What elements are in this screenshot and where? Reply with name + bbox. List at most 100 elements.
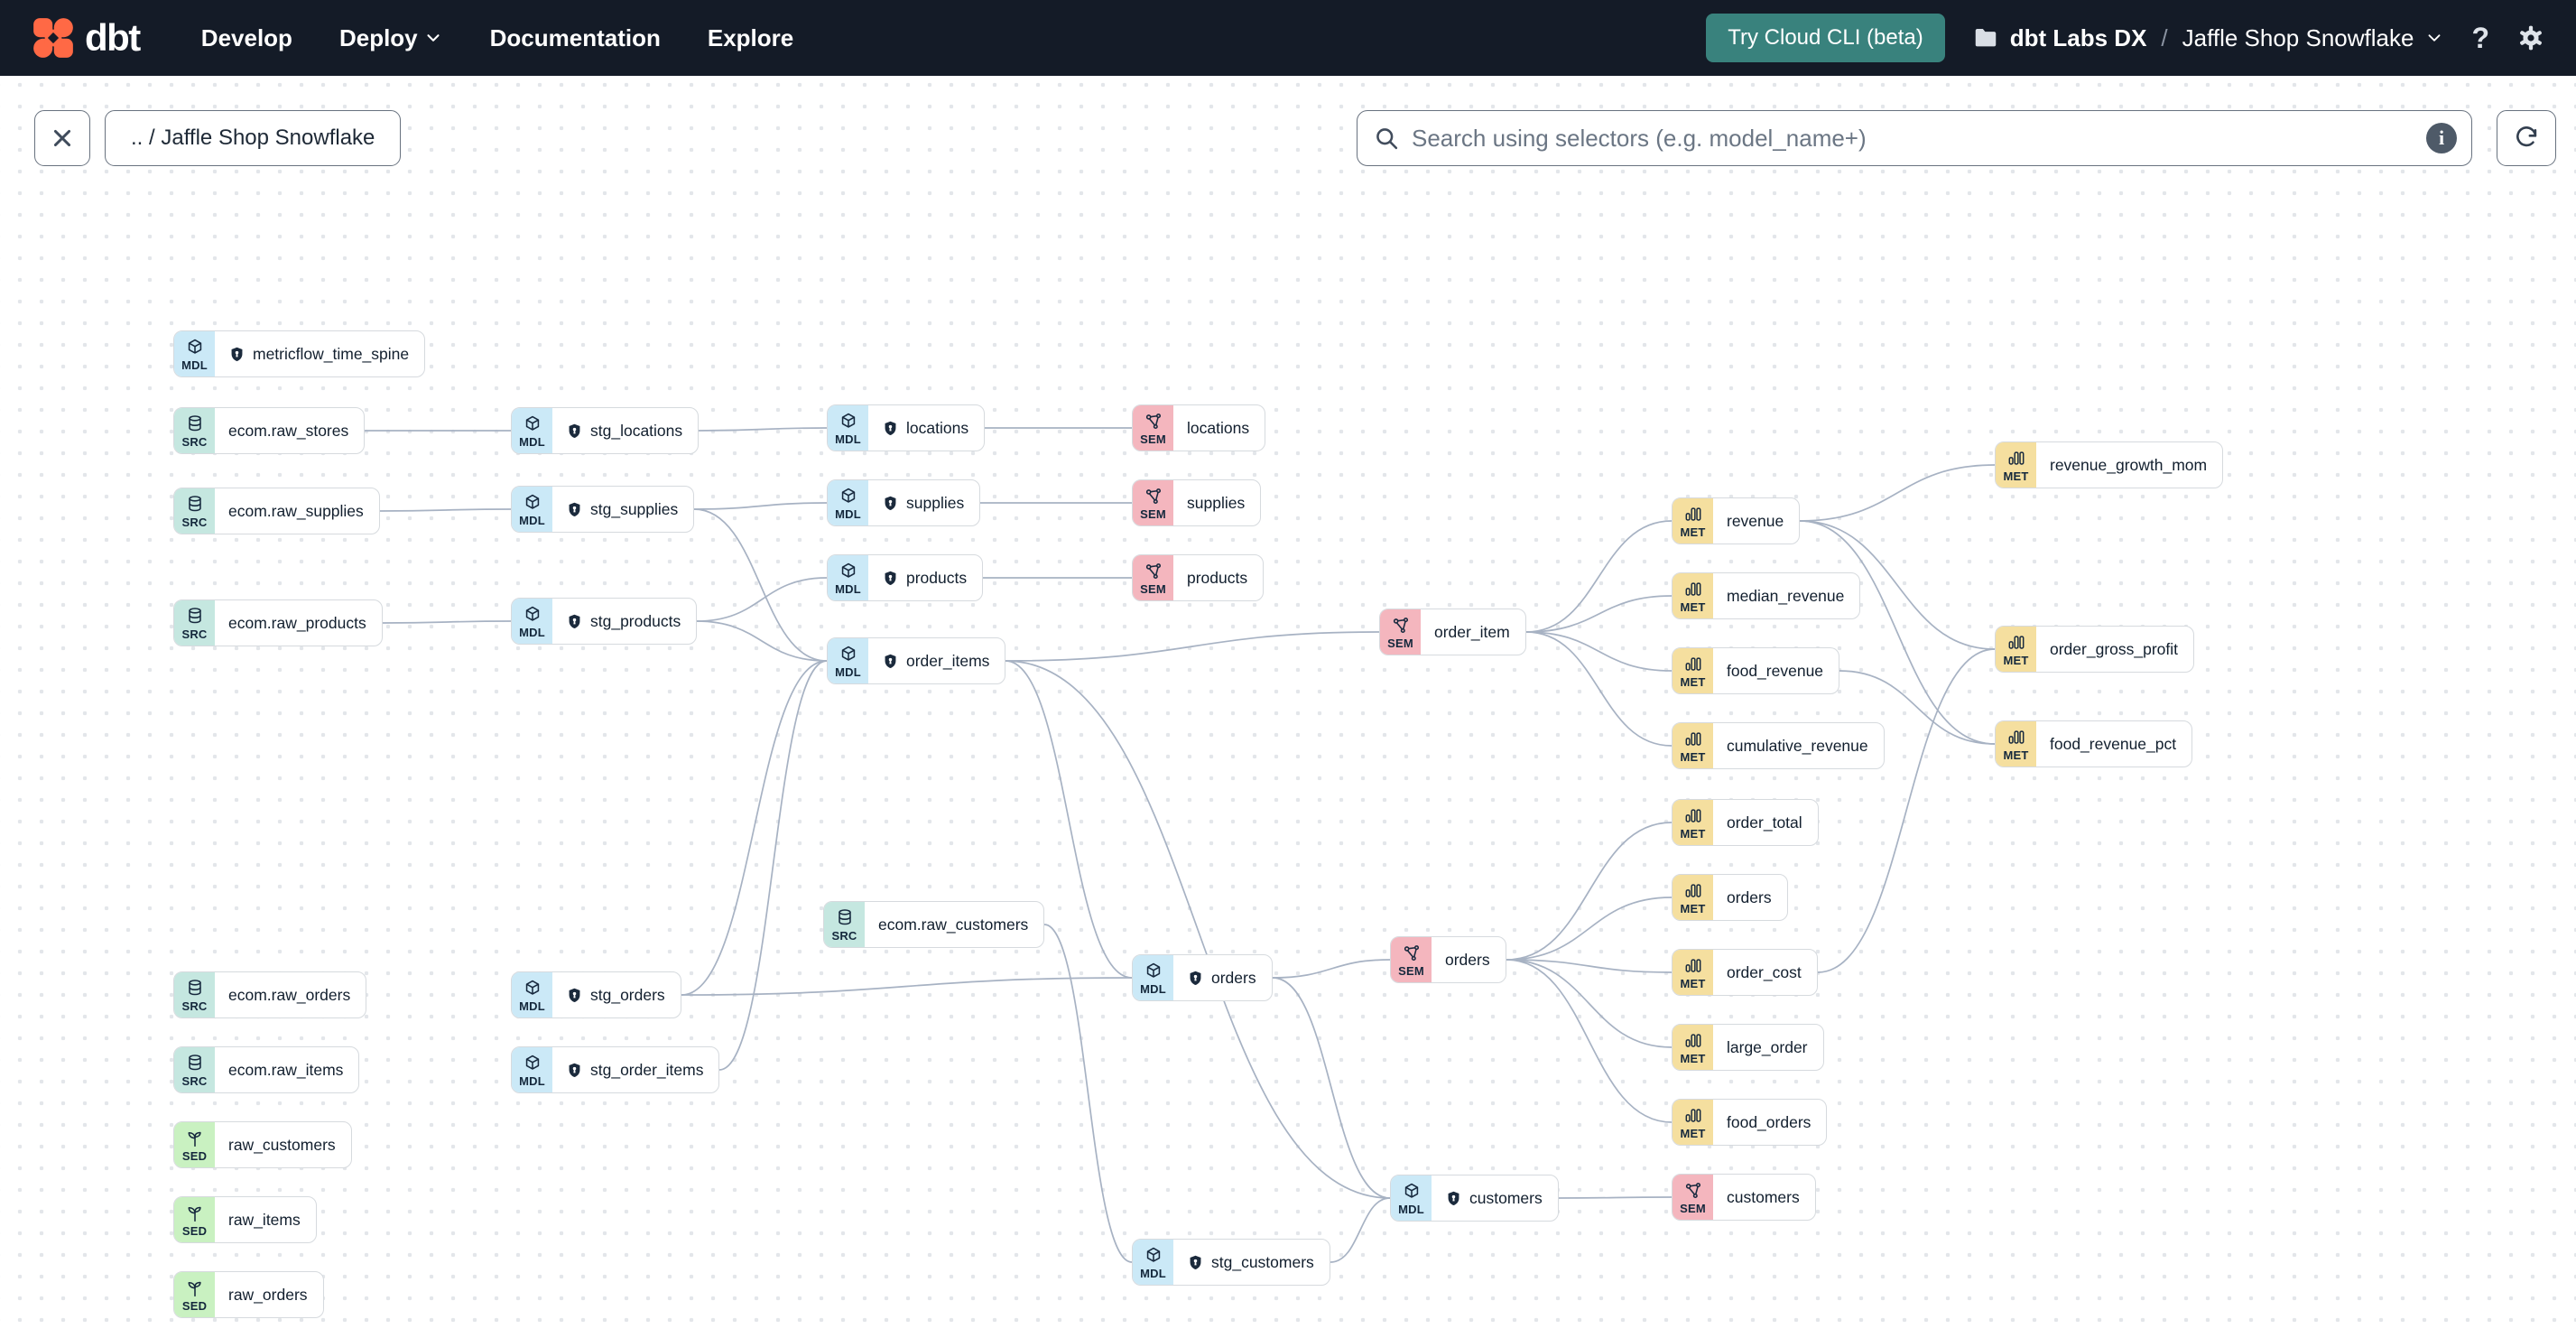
close-lineage-button[interactable] bbox=[34, 110, 90, 166]
edge-stg_supplies-to-supplies_mdl bbox=[693, 502, 828, 510]
shield-icon bbox=[566, 1062, 583, 1079]
node-type-label: MET bbox=[1680, 674, 1706, 689]
node-label: metricflow_time_spine bbox=[253, 344, 410, 363]
model-badge: MDL bbox=[828, 405, 868, 451]
semantic-badge: SEM bbox=[1391, 937, 1432, 982]
node-label: stg_orders bbox=[590, 985, 665, 1004]
edge-ecom_raw_products-to-stg_products bbox=[382, 620, 512, 624]
edge-orders_mdl-to-customers_mdl bbox=[1272, 977, 1391, 1199]
edge-customers_mdl-to-customers_sem bbox=[1558, 1196, 1673, 1199]
graph-node-ecom_raw_supplies[interactable]: SRC ecom.raw_supplies bbox=[173, 488, 380, 534]
graph-node-orders_mdl[interactable]: MDL orders bbox=[1132, 954, 1273, 1001]
help-button[interactable]: ? bbox=[2471, 23, 2489, 52]
edge-orders_sem-to-food_orders bbox=[1506, 959, 1673, 1123]
node-label: customers bbox=[1469, 1188, 1543, 1207]
model-badge: MDL bbox=[1133, 955, 1173, 1000]
node-label: locations bbox=[1187, 418, 1250, 437]
node-label: ecom.raw_supplies bbox=[228, 501, 364, 520]
edge-order_item_sem-to-revenue bbox=[1525, 520, 1673, 633]
refresh-button[interactable] bbox=[2497, 110, 2556, 166]
search-input[interactable] bbox=[1410, 123, 2426, 153]
help-icon: ? bbox=[2471, 22, 2489, 54]
nav-right: Try Cloud CLI (beta) dbt Labs DX / Jaffl… bbox=[1706, 14, 2545, 62]
shield-icon bbox=[882, 570, 899, 587]
info-icon[interactable]: i bbox=[2426, 123, 2457, 153]
node-label: customers bbox=[1727, 1187, 1800, 1206]
project-switcher[interactable]: dbt Labs DX / Jaffle Shop Snowflake bbox=[1972, 24, 2445, 52]
nav-item-develop[interactable]: Develop bbox=[200, 23, 292, 51]
settings-button[interactable] bbox=[2516, 23, 2545, 52]
selector-search: i bbox=[1357, 110, 2472, 166]
dbt-brand[interactable]: dbt bbox=[31, 15, 141, 60]
edge-order_items-to-orders_mdl bbox=[1005, 660, 1133, 979]
breadcrumb: .. / Jaffle Shop Snowflake bbox=[131, 125, 375, 150]
node-label: stg_products bbox=[590, 611, 681, 630]
node-type-label: SEM bbox=[1398, 963, 1424, 978]
node-label: raw_customers bbox=[228, 1135, 336, 1154]
nav-item-deploy[interactable]: Deploy bbox=[339, 24, 443, 52]
node-label: revenue bbox=[1727, 511, 1784, 530]
nav-item-explore[interactable]: Explore bbox=[707, 23, 794, 51]
try-cloud-cli-button[interactable]: Try Cloud CLI (beta) bbox=[1706, 14, 1945, 62]
model-badge: MDL bbox=[512, 1047, 552, 1092]
project-name: Jaffle Shop Snowflake bbox=[2182, 23, 2414, 51]
shield-icon bbox=[1445, 1190, 1462, 1207]
node-type-label: SRC bbox=[181, 515, 208, 529]
nav-item-documentation[interactable]: Documentation bbox=[489, 23, 661, 51]
semantic-badge: SEM bbox=[1380, 609, 1421, 655]
node-label: orders bbox=[1727, 887, 1772, 906]
node-type-label: MET bbox=[1680, 826, 1706, 841]
node-label: orders bbox=[1211, 968, 1256, 987]
node-type-label: MET bbox=[2003, 469, 2029, 483]
bar-chart-icon bbox=[1683, 655, 1703, 674]
seedling-icon bbox=[185, 1278, 205, 1298]
bar-chart-icon bbox=[1683, 806, 1703, 826]
cube-icon bbox=[839, 487, 858, 506]
bar-chart-icon bbox=[1683, 956, 1703, 976]
breadcrumb-separator: / bbox=[2161, 23, 2168, 51]
node-label: order_gross_profit bbox=[2050, 639, 2179, 658]
node-label: stg_supplies bbox=[590, 499, 679, 518]
shield-icon bbox=[566, 501, 583, 518]
lineage-breadcrumb-button[interactable]: .. / Jaffle Shop Snowflake bbox=[105, 110, 402, 166]
